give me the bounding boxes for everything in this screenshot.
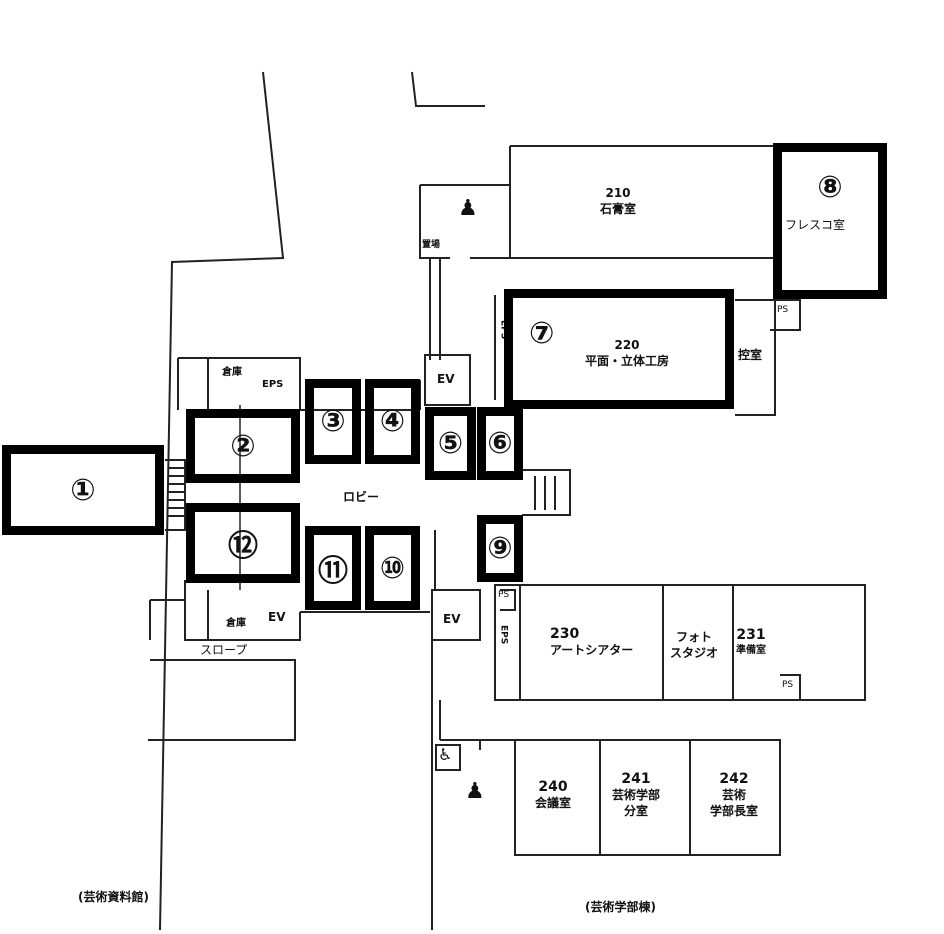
room-name: 平面・立体工房 xyxy=(585,353,670,368)
restroom-icon: ♟ xyxy=(465,779,485,804)
marker-number: ④ xyxy=(379,404,406,439)
room-name: 準備室 xyxy=(736,645,766,657)
marker-10[interactable]: ⑩ xyxy=(365,526,420,610)
marker-3[interactable]: ③ xyxy=(305,379,361,464)
fresco-room-label: フレスコ室 xyxy=(785,218,846,232)
waiting-room-label: 控室 xyxy=(738,348,763,362)
marker-number: ③ xyxy=(320,404,346,439)
room-name: フォト xyxy=(676,630,713,644)
left-building-label: (芸術資料館) xyxy=(78,890,149,904)
room-name: 会議室 xyxy=(535,796,572,811)
ev-label: EV xyxy=(443,612,461,626)
marker-9[interactable]: ⑨ xyxy=(477,515,523,582)
marker-2[interactable]: ② xyxy=(186,409,300,483)
ps-label: PS xyxy=(498,590,510,600)
storage-label: 倉庫 xyxy=(222,367,242,378)
ev-label: EV xyxy=(437,372,455,386)
marker-number: ⑪ xyxy=(318,554,348,589)
ev-label: EV xyxy=(268,610,286,624)
lobby-label: ロビー xyxy=(343,490,380,504)
marker-number: ⑧ xyxy=(817,170,843,205)
marker-number: ⑫ xyxy=(228,529,258,564)
marker-number: ⑦ xyxy=(529,316,555,351)
room-name: 芸術 xyxy=(722,788,747,803)
ps-label: PS xyxy=(782,680,794,690)
marker-number: ⑩ xyxy=(379,550,406,586)
room-number: 231 xyxy=(736,627,766,643)
eps-label: EPS xyxy=(262,379,284,390)
room-number: 210 xyxy=(605,186,631,200)
marker-number: ① xyxy=(70,472,96,508)
room-name: スタジオ xyxy=(670,645,719,660)
marker-4[interactable]: ④ xyxy=(365,379,420,464)
marker-11[interactable]: ⑪ xyxy=(305,526,361,610)
marker-number: ⑥ xyxy=(487,426,513,461)
marker-1[interactable]: ① xyxy=(2,445,164,535)
room-name: 石膏室 xyxy=(600,201,637,216)
storage-label: 倉庫 xyxy=(226,618,246,629)
accessible-icon: ♿ xyxy=(438,745,453,764)
eps-label: EPS xyxy=(498,625,509,645)
marker-number: ② xyxy=(230,428,256,464)
marker-8[interactable]: ⑧ xyxy=(773,143,887,299)
small-room-label: 置場 xyxy=(422,240,441,250)
room-number: 220 xyxy=(614,338,640,352)
marker-6[interactable]: ⑥ xyxy=(477,407,523,480)
room-name: アートシアター xyxy=(550,643,634,658)
marker-7[interactable]: ⑦ xyxy=(504,289,734,409)
slope-label: スロープ xyxy=(200,643,248,657)
marker-12[interactable]: ⑫ xyxy=(186,503,300,583)
room-name: 学部長室 xyxy=(710,803,759,818)
ps-label: PS xyxy=(777,305,789,315)
restroom-icon: ♟ xyxy=(458,196,478,221)
marker-number: ⑤ xyxy=(437,426,464,461)
right-building-label: (芸術学部棟) xyxy=(585,900,656,914)
photo-studio-label: フォトスタジオ xyxy=(670,630,718,661)
room-name: 芸術学部 xyxy=(612,788,661,803)
marker-number: ⑨ xyxy=(487,531,513,566)
room-number: 242 xyxy=(719,771,749,787)
room-name: 分室 xyxy=(624,803,649,818)
room-number: 241 xyxy=(621,771,651,787)
eps-label: EPS xyxy=(498,320,509,340)
room-number: 230 xyxy=(550,626,580,642)
room-231-label: 231 準備室 xyxy=(736,626,766,657)
marker-5[interactable]: ⑤ xyxy=(425,407,476,480)
room-number: 240 xyxy=(538,779,568,795)
